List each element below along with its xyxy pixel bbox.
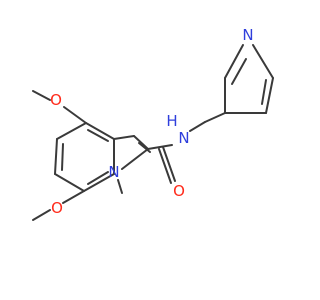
benzene-double-1 bbox=[61, 143, 64, 171]
n-ch2-bond bbox=[189, 121, 206, 132]
carbonyl-bond-a bbox=[158, 148, 172, 184]
pyrrole-double bbox=[138, 142, 151, 153]
benzene-bond-1 bbox=[56, 122, 87, 140]
bond-lines bbox=[32, 44, 274, 221]
n-methyl-bond bbox=[117, 179, 123, 194]
methyl-bottom-bond bbox=[32, 209, 51, 221]
benzene-double-3 bbox=[87, 129, 109, 142]
pyridine-double-1 bbox=[231, 58, 247, 85]
benzene-bond-4 bbox=[83, 173, 115, 192]
c7-o-bond bbox=[62, 190, 85, 204]
atom-label-n-amide: N bbox=[178, 129, 189, 147]
atom-labels: O O O N N H N bbox=[50, 26, 254, 217]
atom-label-o-methoxy-bottom: O bbox=[51, 199, 63, 217]
benzene-bond-2 bbox=[54, 138, 58, 175]
benzene-bond-3 bbox=[54, 173, 85, 192]
pyrrole-bond-2 bbox=[133, 135, 149, 150]
pyridine-double-2 bbox=[261, 79, 267, 105]
molecule-structure-diagram: O O O N N H N bbox=[32, 26, 274, 221]
atom-label-h-amide: H bbox=[166, 112, 177, 130]
atom-label-o-methoxy-top: O bbox=[50, 91, 62, 109]
c2-carbonyl-bond bbox=[147, 144, 173, 150]
pyridine-bond-3 bbox=[252, 44, 274, 79]
atom-label-n-pyridine: N bbox=[242, 26, 253, 44]
pyridine-bond-2 bbox=[224, 44, 244, 79]
atom-label-o-carbonyl: O bbox=[173, 182, 185, 200]
benzene-double-2 bbox=[87, 171, 109, 185]
pyridine-bond-4 bbox=[265, 77, 274, 114]
pyrrole-bond-3 bbox=[121, 148, 149, 170]
pyrrole-bond-1 bbox=[113, 135, 135, 140]
carbonyl-bond-b bbox=[162, 146, 176, 182]
o-c4-bond bbox=[63, 106, 87, 124]
benzene-bond-6 bbox=[85, 122, 115, 140]
atom-label-n-indole: N bbox=[108, 163, 119, 181]
methyl-top-bond bbox=[32, 90, 51, 101]
ch2-ring-bond bbox=[204, 112, 226, 123]
